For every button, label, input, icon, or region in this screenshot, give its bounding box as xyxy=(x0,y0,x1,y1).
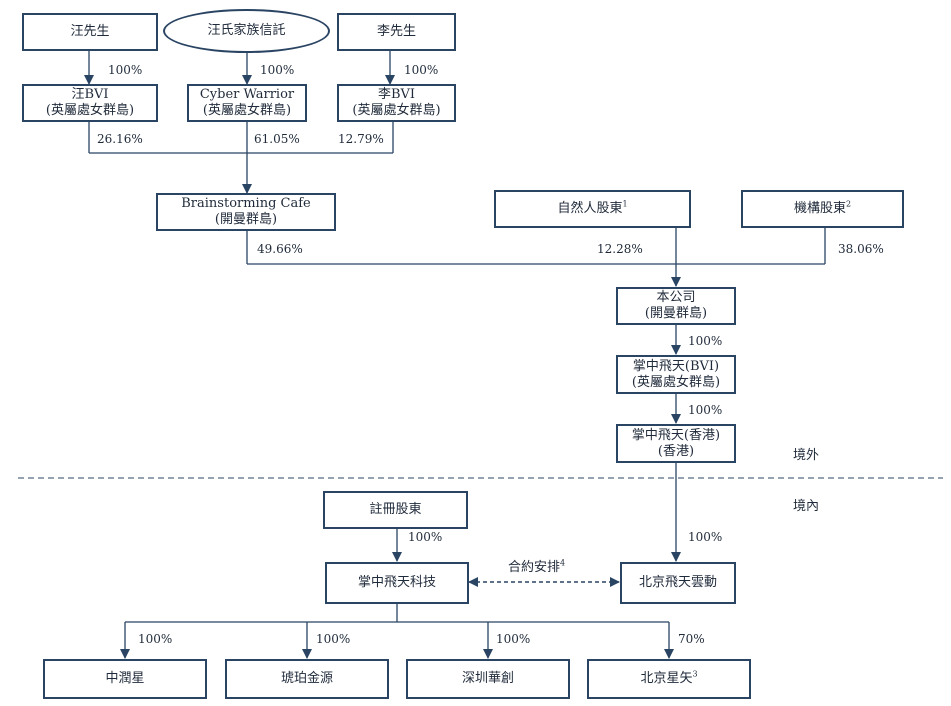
pct-wang-bvi-share: 26.16% xyxy=(97,132,143,146)
node-wang-family-trust: 汪氏家族信託 xyxy=(163,9,330,53)
pct-li-to-li-bvi: 100% xyxy=(404,63,439,77)
region-label-offshore: 境外 xyxy=(793,448,820,463)
node-shenzhen-huachuang-label: 深圳華創 xyxy=(461,671,514,686)
node-natural-person-shareholders-label: 自然人股東1 xyxy=(557,199,628,216)
node-wang-bvi: 汪BVI (英屬處女群島) xyxy=(22,84,158,122)
pct-registered-to-tech: 100% xyxy=(408,530,443,544)
node-mr-wang: 汪先生 xyxy=(22,13,158,51)
node-wang-bvi-jurisdiction: (英屬處女群島) xyxy=(45,103,135,118)
node-li-bvi-name: 李BVI xyxy=(377,87,416,102)
node-feitian-tech-label: 掌中飛天科技 xyxy=(357,575,436,590)
footnote-marker-1: 1 xyxy=(622,199,628,209)
node-brainstorming-cafe-jurisdiction: (開曼群島) xyxy=(214,212,278,227)
node-company-jurisdiction: (開曼群島) xyxy=(644,306,708,321)
pct-tech-to-shenzhen-huachuang: 100% xyxy=(496,632,531,646)
pct-hk-to-beijing-feitian: 100% xyxy=(688,530,723,544)
pct-tech-to-zhongrunxing: 100% xyxy=(138,632,173,646)
node-beijing-feitian-yundong-label: 北京飛天雲動 xyxy=(638,575,717,590)
node-natural-person-shareholders: 自然人股東1 xyxy=(494,190,691,228)
pct-brainstorming-share: 49.66% xyxy=(257,242,303,256)
node-feitian-hk: 掌中飛天(香港) (香港) xyxy=(616,424,736,463)
node-hupo-jinyuan: 琥珀金源 xyxy=(225,659,389,699)
node-feitian-hk-jurisdiction: (香港) xyxy=(657,443,695,459)
node-li-bvi-jurisdiction: (英屬處女群島) xyxy=(352,103,441,118)
region-label-onshore: 境內 xyxy=(793,499,820,514)
node-zhongrunxing-label: 中潤星 xyxy=(105,671,145,686)
node-mr-li: 李先生 xyxy=(337,13,456,51)
node-feitian-tech: 掌中飛天科技 xyxy=(325,562,469,604)
node-company: 本公司 (開曼群島) xyxy=(616,287,736,325)
pct-feitian-bvi-to-hk: 100% xyxy=(688,403,723,417)
node-feitian-bvi-jurisdiction: (英屬處女群島) xyxy=(631,374,721,390)
node-cyber-warrior-jurisdiction: (英屬處女群島) xyxy=(202,103,292,118)
node-wang-bvi-name: 汪BVI xyxy=(71,87,109,102)
node-feitian-hk-name: 掌中飛天(香港) xyxy=(631,427,721,443)
node-cyber-warrior-name: Cyber Warrior xyxy=(199,87,295,102)
pct-li-bvi-share: 12.79% xyxy=(338,132,384,146)
node-registered-shareholders-label: 註冊股東 xyxy=(369,502,422,517)
footnote-marker-3: 3 xyxy=(692,669,698,679)
node-feitian-bvi: 掌中飛天(BVI) (英屬處女群島) xyxy=(616,355,736,394)
node-registered-shareholders: 註冊股東 xyxy=(323,491,468,529)
pct-tech-to-hupo-jinyuan: 100% xyxy=(316,632,351,646)
pct-cyber-warrior-share: 61.05% xyxy=(254,132,300,146)
node-feitian-bvi-name: 掌中飛天(BVI) xyxy=(632,358,720,374)
node-li-bvi: 李BVI (英屬處女群島) xyxy=(337,84,456,122)
pct-natural-persons-share: 12.28% xyxy=(597,242,643,256)
node-institutional-shareholders-label: 機構股東2 xyxy=(793,199,852,216)
node-beijing-xingshi: 北京星矢3 xyxy=(587,659,751,699)
pct-tech-to-beijing-xingshi: 70% xyxy=(678,632,705,646)
node-mr-li-label: 李先生 xyxy=(376,24,416,39)
node-brainstorming-cafe-name: Brainstorming Cafe xyxy=(181,196,311,211)
pct-trust-to-cyber-warrior: 100% xyxy=(260,63,295,77)
pct-wang-to-wang-bvi: 100% xyxy=(108,63,143,77)
node-institutional-shareholders: 機構股東2 xyxy=(741,190,904,228)
contract-arrangement-label: 合約安排4 xyxy=(508,558,566,575)
node-company-name: 本公司 xyxy=(656,290,696,305)
node-wang-family-trust-label: 汪氏家族信託 xyxy=(207,23,286,38)
pct-institutional-share: 38.06% xyxy=(838,242,884,256)
node-cyber-warrior: Cyber Warrior (英屬處女群島) xyxy=(187,84,307,122)
node-brainstorming-cafe: Brainstorming Cafe (開曼群島) xyxy=(156,193,336,231)
node-shenzhen-huachuang: 深圳華創 xyxy=(406,659,570,699)
node-beijing-feitian-yundong: 北京飛天雲動 xyxy=(620,562,736,604)
node-hupo-jinyuan-label: 琥珀金源 xyxy=(280,671,333,686)
node-mr-wang-label: 汪先生 xyxy=(70,24,110,39)
footnote-marker-4: 4 xyxy=(560,558,566,568)
node-beijing-xingshi-label: 北京星矢3 xyxy=(640,669,698,686)
pct-company-to-feitian-bvi: 100% xyxy=(688,334,723,348)
node-zhongrunxing: 中潤星 xyxy=(43,659,207,699)
footnote-marker-2: 2 xyxy=(845,199,852,209)
